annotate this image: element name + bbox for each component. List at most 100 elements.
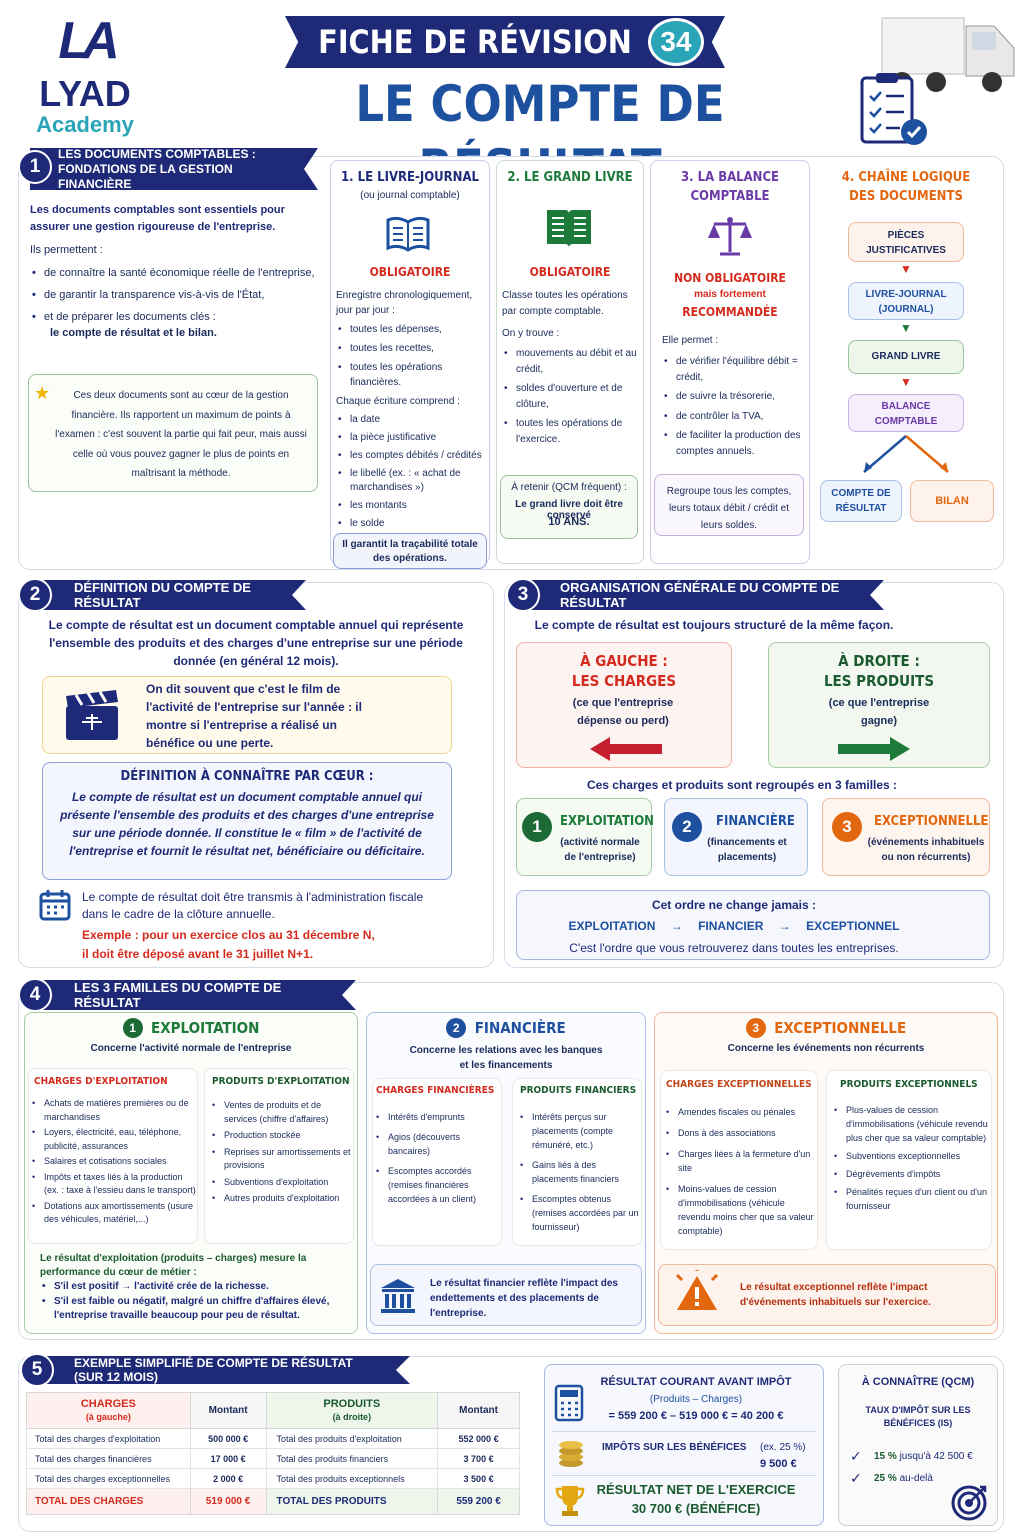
divider <box>552 1431 816 1432</box>
balance-status: NON OBLIGATOIRE <box>674 271 786 285</box>
montant-header: Montant <box>437 1392 520 1429</box>
list-item: Escomptes obtenus (remises accordées par… <box>518 1192 642 1234</box>
exploitation-produits-list: Ventes de produits et de services (chiff… <box>210 1099 354 1210</box>
list-item: Gains liés à des placements financiers <box>518 1158 642 1186</box>
financiere-number: 2 <box>446 1018 467 1038</box>
list-item: Agios (découverts bancaires) <box>374 1130 502 1158</box>
order-sequence: EXPLOITATION → FINANCIER → EXCEPTIONNEL <box>516 919 952 933</box>
produits-header-sub: (à droite) <box>332 1411 372 1422</box>
list-item: mouvements au débit et au crédit, <box>502 346 638 377</box>
chain-step-3: GRAND LIVRE <box>848 340 964 374</box>
chain-step-4: BALANCE COMPTABLE <box>848 394 964 432</box>
exceptionnelle-note: Le résultat exceptionnel reflète l'impac… <box>740 1282 931 1308</box>
section-1-title-2: FONDATIONS DE LA GESTION FINANCIÈRE <box>58 161 233 191</box>
right-produits-label: LES PRODUITS <box>823 672 935 690</box>
exploitation-note: Le résultat d'exploitation (produits – c… <box>40 1253 307 1278</box>
exceptionnelle-produits-list: Plus-values de cession d'immobilisations… <box>832 1103 992 1217</box>
qcm-rate-1: 15 % jusqu'à 42 500 € <box>874 1451 994 1462</box>
list-item: Intérêts perçus sur placements (compte r… <box>518 1110 642 1152</box>
list-item: Loyers, électricité, eau, téléphone, pub… <box>30 1126 198 1153</box>
right-label: À DROITE : <box>838 652 920 670</box>
list-item: Salaires et cotisations sociales <box>30 1155 198 1169</box>
section-1-star-note <box>28 374 318 492</box>
total-charges-value: 519 000 € <box>189 1488 267 1515</box>
left-charges-label: LES CHARGES <box>571 672 677 690</box>
grand-livre-title: 2. LE GRAND LIVRE <box>507 170 633 185</box>
table-cell: Total des produits exceptionnels <box>265 1468 439 1489</box>
arrow-down-icon: ▼ <box>900 262 912 276</box>
grand-livre-status: OBLIGATOIRE <box>529 265 611 279</box>
fiche-number: 34 <box>660 26 692 57</box>
bank-icon <box>381 1279 415 1313</box>
livre-journal-sub: (ou journal comptable) <box>360 190 460 201</box>
balance-title-1: 3. LA BALANCE <box>680 170 780 185</box>
balance-status-3: RECOMMANDÉE <box>682 305 778 319</box>
table-cell: 2 000 € <box>189 1468 267 1489</box>
section-1-list: de connaître la santé économique réelle … <box>30 265 326 329</box>
grand-livre-note-3: 10 ANS. <box>548 516 590 528</box>
exceptionnelle-sub: Concerne les événements non récurrents <box>727 1043 925 1054</box>
income-statement-table: CHARGES (à gauche) Montant PRODUITS (à d… <box>26 1392 520 1515</box>
section-1-keydocs: le compte de résultat et le bilan. <box>50 327 217 339</box>
qcm-title: À CONNAÎTRE (QCM) <box>861 1376 975 1388</box>
fiche-number-badge: 34 <box>648 18 704 66</box>
grand-livre-desc: Classe toutes les opérations par compte … <box>502 290 628 317</box>
list-item: de connaître la santé économique réelle … <box>30 265 326 281</box>
table-cell: Total des charges d'exploitation <box>26 1428 191 1449</box>
impots-title: IMPÔTS SUR LES BÉNÉFICES <box>602 1442 747 1453</box>
result-courant-title: RÉSULTAT COURANT AVANT IMPÔT <box>600 1376 792 1388</box>
list-item: de faciliter la production des comptes a… <box>662 428 808 459</box>
qcm-subtitle: TAUX D'IMPÔT SUR LES BÉNÉFICES (IS) <box>865 1405 971 1428</box>
film-text: On dit souvent que c'est le film de l'ac… <box>146 682 362 750</box>
exploitation-charges-list: Achats de matières premières ou de march… <box>30 1097 198 1231</box>
list-item: Production stockée <box>210 1129 354 1143</box>
exceptionnelle-label: EXCEPTIONNELLE <box>774 1019 907 1037</box>
clapperboard-icon <box>66 690 118 740</box>
list-item: de vérifier l'équilibre débit = crédit, <box>662 354 808 385</box>
result-calc-box <box>544 1364 824 1526</box>
clipboard-check-icon <box>860 73 927 145</box>
list-item: de garantir la transparence vis-à-vis de… <box>30 287 326 303</box>
section-4-number: 4 <box>18 978 52 1012</box>
list-item: toutes les dépenses, <box>336 322 488 337</box>
financiere-produits-title: PRODUITS FINANCIERS <box>520 1085 637 1096</box>
families-intro: Ces charges et produits sont regroupés e… <box>586 778 898 792</box>
family-exploitation-label: EXPLOITATION <box>560 814 654 829</box>
list-item: les comptes débités / crédités <box>336 449 490 463</box>
section-1-permet: Ils permettent : <box>30 244 103 256</box>
livre-journal-list-2: la date la pièce justificative les compt… <box>336 413 490 535</box>
family-number-3: 3 <box>832 812 862 842</box>
livre-journal-desc: Enregistre chronologiquement, jour par j… <box>336 290 473 316</box>
definition-box <box>42 762 452 880</box>
financiere-sub: Concerne les relations avec les banques … <box>409 1045 603 1071</box>
chain-step-2: LIVRE-JOURNAL (JOURNAL) <box>848 282 964 320</box>
total-produits-value: 559 200 € <box>437 1488 520 1515</box>
family-financiere-label: FINANCIÈRE <box>716 814 795 829</box>
list-item: Plus-values de cession d'immobilisations… <box>832 1103 992 1145</box>
book-icon <box>386 216 430 252</box>
result-net-value: 30 700 € (BÉNÉFICE) <box>631 1501 761 1516</box>
exploitation-note-list: S'il est positif → l'activité crée de la… <box>40 1280 350 1327</box>
table-row: Total des charges financières 17 000 € T… <box>26 1448 520 1469</box>
grand-livre-note <box>500 475 638 539</box>
financiere-charges-list: Intérêts d'emprunts Agios (découverts ba… <box>374 1110 502 1210</box>
fiscal-text: Le compte de résultat doit être transmis… <box>82 890 424 921</box>
arrow-right-icon <box>838 737 910 761</box>
section-2-banner: DÉFINITION DU COMPTE DE RÉSULTAT <box>30 580 306 610</box>
scale-icon <box>708 217 752 256</box>
qcm-rate-2-value: 25 % <box>874 1473 897 1484</box>
section-3-intro: Le compte de résultat est toujours struc… <box>534 618 894 632</box>
arrow-down-icon: ▼ <box>900 375 912 389</box>
chain-title-1: 4. CHAÎNE LOGIQUE <box>841 170 971 185</box>
list-item: Pénalités reçues d'un client ou d'un fou… <box>832 1185 992 1213</box>
order-arrow: → <box>778 919 791 933</box>
section-3-banner: ORGANISATION GÉNÉRALE DU COMPTE DE RÉSUL… <box>516 580 884 610</box>
grand-livre-note-2: Le grand livre doit être conservé <box>515 499 623 521</box>
order-arrow: → <box>670 919 683 933</box>
produits-header: PRODUITS <box>323 1397 381 1410</box>
arrow-down-icon: ▼ <box>900 321 912 335</box>
alarm-icon <box>675 1270 719 1310</box>
financiere-note-box <box>370 1264 642 1326</box>
qcm-rate-1-desc: jusqu'à 42 500 € <box>899 1451 973 1462</box>
list-item: de contrôler la TVA, <box>662 409 808 425</box>
